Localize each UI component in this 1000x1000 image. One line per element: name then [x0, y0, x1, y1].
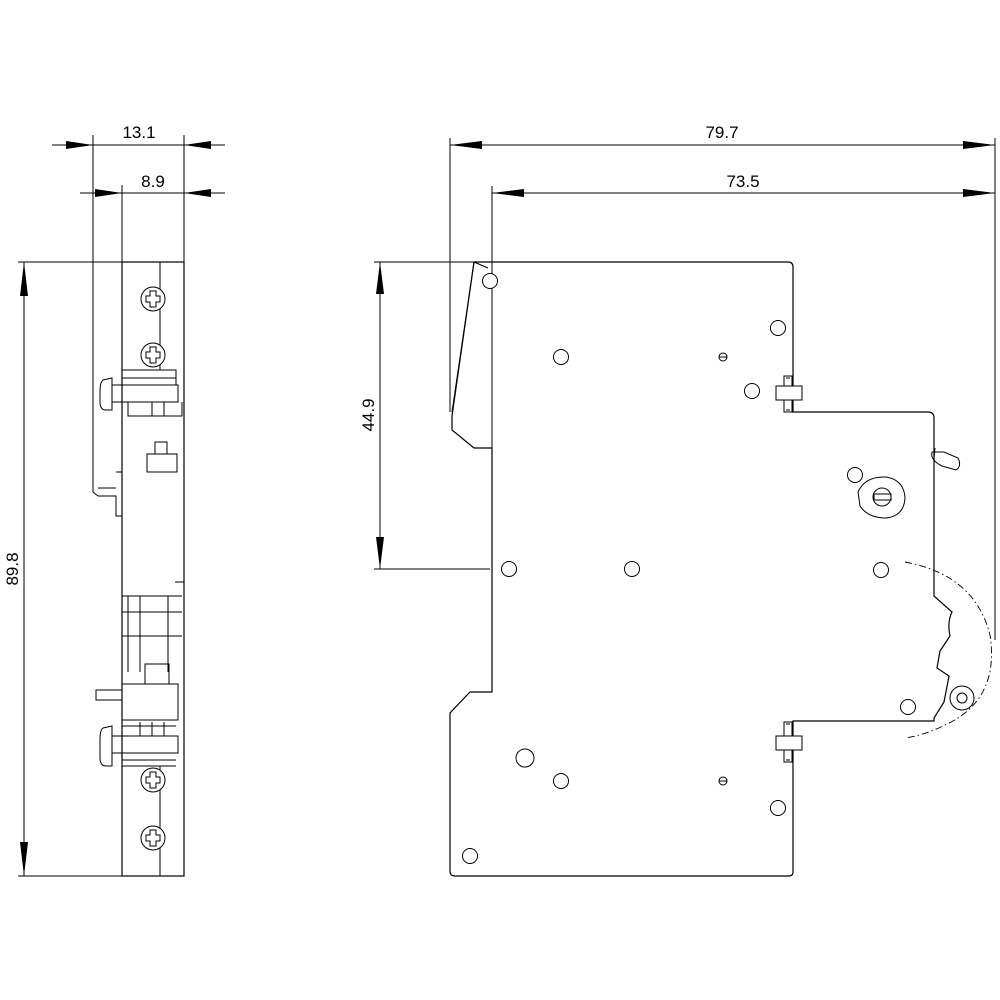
handle-swing-arc — [904, 561, 992, 739]
screw-icon — [140, 767, 166, 793]
dimension-front-width-total: 79.7 — [449, 123, 996, 640]
mounting-hole — [462, 273, 916, 864]
handle-pivot-icon — [949, 685, 975, 711]
side-view-lower-terminal — [99, 581, 185, 767]
dimension-label: 89.8 — [3, 552, 22, 585]
dimension-label: 13.1 — [122, 123, 155, 142]
dimension-overall-height: 89.8 — [3, 261, 184, 877]
side-view: 13.1 8.9 89.8 — [3, 123, 225, 877]
front-view: 79.7 73.5 44.9 — [359, 123, 996, 877]
upper-terminal-screw — [775, 375, 803, 413]
side-view-clip — [92, 262, 122, 517]
dimension-front-width-body: 73.5 — [491, 172, 995, 262]
dimension-label: 79.7 — [705, 123, 738, 142]
adjustment-screw-icon — [857, 476, 906, 519]
dimension-label: 73.5 — [726, 172, 759, 191]
screw-icon — [140, 342, 166, 368]
dimension-side-width-total: 13.1 — [52, 123, 225, 262]
dimension-side-width-body: 8.9 — [80, 172, 225, 262]
side-view-upper-terminal — [99, 369, 183, 417]
dimension-label: 8.9 — [141, 172, 165, 191]
small-rivet-icon — [718, 352, 728, 786]
dimension-label: 44.9 — [359, 398, 378, 431]
toggle-lever — [931, 447, 961, 471]
lower-terminal-screw — [775, 721, 803, 763]
dimension-rail-height: 44.9 — [359, 261, 490, 570]
screw-icon — [140, 286, 166, 312]
screw-icon — [140, 825, 166, 851]
front-view-outline — [449, 261, 953, 877]
